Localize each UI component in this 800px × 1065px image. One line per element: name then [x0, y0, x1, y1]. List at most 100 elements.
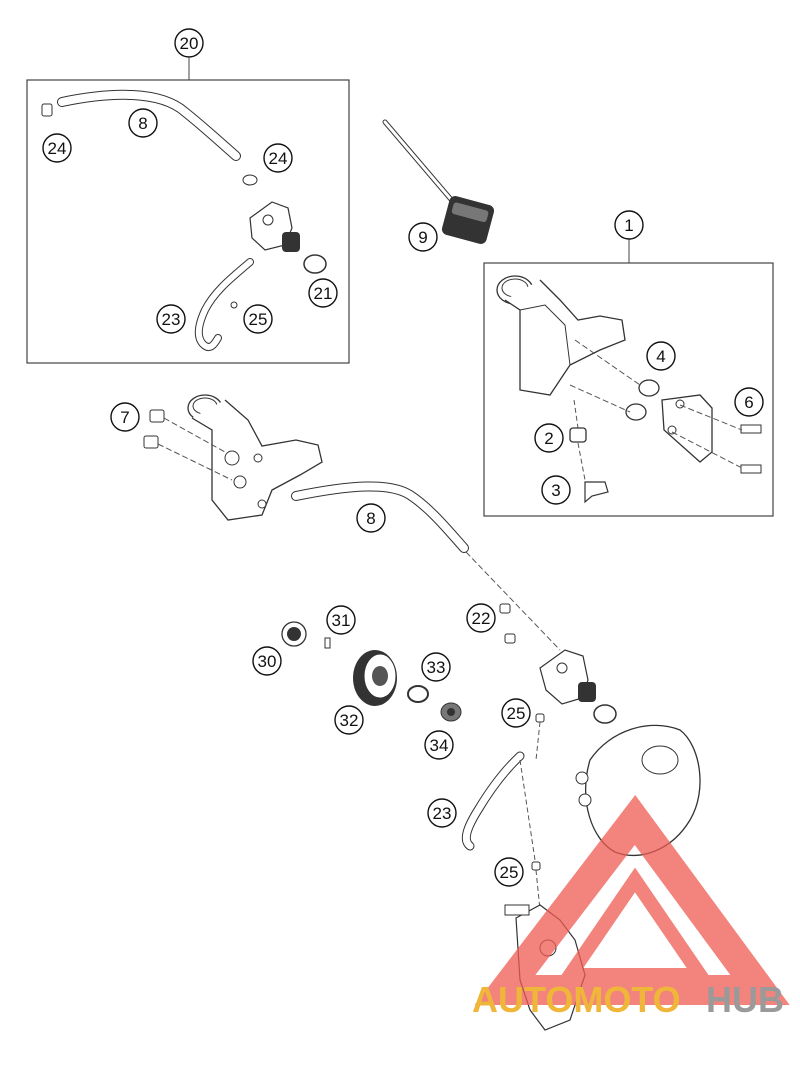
- callout-number: 30: [258, 652, 277, 671]
- callout-number: 25: [507, 704, 526, 723]
- hose-clamp-part: [41, 103, 53, 117]
- callout-circle: [427, 798, 457, 828]
- callout-circle: [541, 475, 571, 505]
- callout-number: 2: [544, 429, 553, 448]
- callout-circle: [646, 341, 676, 371]
- callout-number: 8: [366, 509, 375, 528]
- callout-circle: [334, 705, 364, 735]
- callout-c7: 7: [110, 402, 140, 432]
- gear-part: [353, 650, 397, 706]
- callout-number: 20: [180, 34, 199, 53]
- fitting-lower-part: [531, 861, 541, 871]
- callout-number: 6: [744, 393, 753, 412]
- callout-circle: [156, 304, 186, 334]
- callout-c25a: 25: [243, 304, 273, 334]
- o-ring-part: [303, 254, 327, 274]
- callout-circle: [263, 143, 293, 173]
- watermark-brand-part2: HUB: [706, 979, 784, 1020]
- callout-circle: [494, 857, 524, 887]
- callout-number: 4: [656, 347, 665, 366]
- callout-number: 8: [138, 114, 147, 133]
- bent-hose-part: [194, 258, 254, 351]
- callout-c4: 4: [646, 341, 676, 371]
- fitting-part: [535, 713, 545, 723]
- callout-c32: 32: [334, 705, 364, 735]
- screw-part: [740, 424, 762, 474]
- callout-circle: [42, 133, 72, 163]
- nipple-part: [569, 427, 609, 504]
- callout-number: 24: [48, 139, 67, 158]
- bent-hose-lower-part: [461, 751, 525, 851]
- callout-c6: 6: [734, 387, 764, 417]
- callout-number: 7: [120, 408, 129, 427]
- callout-c9: 9: [408, 222, 438, 252]
- callout-c30: 30: [252, 646, 282, 676]
- long-hose-part: [291, 481, 469, 553]
- callout-number: 22: [472, 609, 491, 628]
- callout-c2: 2: [534, 423, 564, 453]
- callout-c25b: 25: [501, 698, 531, 728]
- callout-circle: [243, 304, 273, 334]
- small-bolt-part: [499, 603, 516, 644]
- oil-tank-part: [496, 275, 626, 396]
- callout-number: 23: [433, 804, 452, 823]
- callout-number: 34: [430, 736, 449, 755]
- bushing-part: [281, 621, 307, 647]
- callout-c20: 20: [174, 28, 204, 58]
- callout-circle: [408, 222, 438, 252]
- callout-circle: [614, 210, 644, 240]
- callout-c22: 22: [466, 603, 496, 633]
- hose-part: [57, 89, 241, 161]
- watermark-logo: [474, 794, 790, 1005]
- nut-part: [440, 702, 462, 722]
- callout-c8a: 8: [128, 108, 158, 138]
- grommet-part: [625, 379, 660, 421]
- callout-number: 25: [249, 310, 268, 329]
- callout-c33: 33: [421, 652, 451, 682]
- callout-number: 31: [332, 611, 351, 630]
- callout-circle: [252, 646, 282, 676]
- callout-c34: 34: [424, 730, 454, 760]
- callout-circle: [174, 28, 204, 58]
- oil-tank-assembly-part: [187, 394, 323, 521]
- callout-number: 32: [340, 711, 359, 730]
- oil-pump-part: [249, 201, 300, 252]
- callout-circle: [501, 698, 531, 728]
- oil-pump-housing-part: [539, 649, 596, 705]
- bracket-part: [661, 394, 713, 463]
- watermark-brand-part1: AUTOMOTO: [472, 979, 681, 1020]
- callout-c3: 3: [541, 475, 571, 505]
- callout-number: 33: [427, 658, 446, 677]
- callout-circle: [734, 387, 764, 417]
- callout-number: 21: [314, 284, 333, 303]
- callout-c1: 1: [614, 210, 644, 240]
- callout-circle: [308, 278, 338, 308]
- callout-number: 24: [269, 149, 288, 168]
- callout-circle: [356, 503, 386, 533]
- callout-c25c: 25: [494, 857, 524, 887]
- callout-c23a: 23: [156, 304, 186, 334]
- callout-c21: 21: [308, 278, 338, 308]
- callout-number: 3: [551, 481, 560, 500]
- circlip-part: [407, 685, 429, 703]
- callout-number: 9: [418, 228, 427, 247]
- callout-circle: [110, 402, 140, 432]
- callout-c24a: 24: [42, 133, 72, 163]
- o-ring-mid-part: [593, 704, 617, 724]
- bolt-part: [143, 409, 165, 449]
- callout-number: 23: [162, 310, 181, 329]
- callout-c31: 31: [326, 605, 356, 635]
- callout-circle: [128, 108, 158, 138]
- group-box-20: [26, 79, 350, 364]
- callout-number: 25: [500, 863, 519, 882]
- callout-c24b: 24: [263, 143, 293, 173]
- callout-c8b: 8: [356, 503, 386, 533]
- callout-circle: [466, 603, 496, 633]
- callout-circle: [424, 730, 454, 760]
- callout-number: 1: [624, 216, 633, 235]
- pin-part: [324, 637, 331, 649]
- dipstick-part: [382, 119, 495, 244]
- clamp-part: [242, 174, 258, 186]
